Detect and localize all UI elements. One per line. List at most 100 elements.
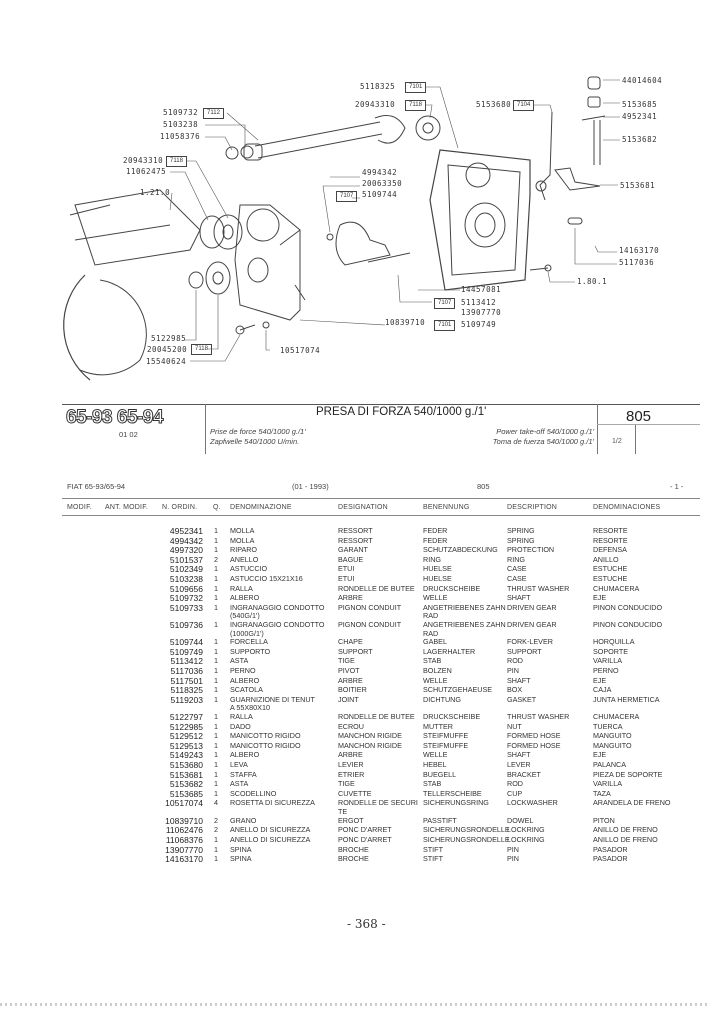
- name-french: TIGE: [338, 779, 355, 789]
- callout-part-number: 20045200: [147, 345, 188, 354]
- name-french: GARANT: [338, 545, 368, 555]
- quantity: 4: [214, 798, 218, 808]
- name-english: SUPPORT: [507, 646, 542, 656]
- col-ant-modif: ANT. MODIF.: [105, 504, 149, 511]
- name-italian: SCODELLINO: [230, 788, 277, 798]
- part-number: 4952341: [169, 526, 203, 536]
- name-english: PIN: [507, 854, 519, 864]
- part-number: 5122985: [169, 721, 203, 732]
- callout-reference: 1.21.0: [140, 188, 171, 197]
- name-english: BOX: [507, 685, 523, 695]
- col-denominaciones: DENOMINACIONES: [593, 504, 661, 511]
- col-quantity: Q.: [213, 504, 221, 511]
- name-spanish: HORQUILLA: [593, 637, 635, 647]
- page-index: - 1 -: [670, 482, 684, 491]
- callout-group-box: 7118: [405, 100, 426, 111]
- col-benennung: BENENNUNG: [423, 504, 470, 511]
- callout-part-number: 5103238: [163, 120, 199, 129]
- part-number: 5101537: [169, 554, 203, 565]
- part-number: 5122797: [169, 712, 203, 723]
- name-english: CASE: [507, 573, 527, 583]
- name-french: LEVIER: [338, 760, 364, 770]
- quantity: 2: [214, 815, 218, 825]
- quantity: 1: [214, 788, 218, 798]
- callout-part-number: 5153685: [622, 100, 658, 109]
- callout-part-number: 5109744: [362, 190, 398, 199]
- name-french: PIGNON CONDUIT: [338, 602, 402, 612]
- title-spanish: Toma de fuerza 540/1000 g./1': [492, 437, 594, 446]
- part-number: 5153685: [169, 788, 203, 799]
- name-french: JOINT: [338, 694, 359, 704]
- name-german: WELLE: [423, 675, 448, 685]
- callout-part-number: 15540624: [146, 357, 187, 366]
- name-italian: RIPARO: [230, 545, 258, 555]
- name-german: SCHUTZGEHAEUSE: [423, 685, 493, 695]
- housing-outline: [74, 189, 201, 266]
- part-number: 10839710: [165, 815, 203, 826]
- name-italian: ASTUCCIO 15X21X16: [230, 573, 303, 583]
- name-spanish: ARANDELA DE FRENO: [593, 798, 671, 808]
- name-french: CHAPE: [338, 637, 363, 647]
- scan-edge: [0, 1003, 710, 1006]
- name-german: BUEGELL: [423, 769, 457, 779]
- name-english: LOCKRING: [507, 825, 545, 835]
- part-number: 5109736: [169, 620, 203, 631]
- quantity: 1: [214, 750, 218, 760]
- part-number: 5117036: [170, 666, 203, 677]
- name-english: FORK-LEVER: [507, 637, 553, 647]
- name-english: SPRING: [507, 526, 535, 535]
- name-spanish: CAJA: [593, 685, 612, 695]
- name-german: SICHERUNGSRONDELLE: [423, 825, 510, 835]
- name-italian: MOLLA: [230, 535, 255, 545]
- quantity: 1: [214, 740, 218, 750]
- name-english: NUT: [507, 721, 522, 731]
- callout-part-number: 14163170: [619, 246, 660, 255]
- callout-group-box: 7101: [434, 320, 456, 331]
- quantity: 1: [214, 646, 218, 656]
- callout-part-number: 20943310: [355, 100, 396, 109]
- part-number: 5109749: [169, 646, 203, 657]
- name-spanish: RESORTE: [593, 526, 628, 535]
- name-italian: LEVA: [230, 760, 248, 770]
- name-italian: INGRANAGGIO CONDOTTO (1000G/1'): [230, 620, 325, 638]
- part-number: 11068376: [165, 834, 203, 845]
- name-german: HUELSE: [423, 573, 452, 583]
- name-french: MANCHON RIGIDE: [338, 731, 402, 741]
- quantity: 1: [214, 731, 218, 741]
- name-english: SHAFT: [507, 593, 531, 603]
- name-italian: ALBERO: [230, 750, 260, 760]
- section-title: PRESA DI FORZA 540/1000 g./1': [316, 406, 487, 418]
- callout-reference: 1.80.1: [577, 277, 608, 286]
- name-english: RING: [507, 554, 525, 564]
- name-german: FEDER: [423, 526, 448, 535]
- name-german: HEBEL: [423, 760, 447, 770]
- name-spanish: ANILLO DE FRENO: [593, 825, 658, 835]
- name-italian: RALLA: [230, 583, 253, 593]
- name-italian: ASTUCCIO: [230, 564, 268, 574]
- name-german: STEIFMUFFE: [423, 731, 469, 741]
- name-german: BOLZEN: [423, 666, 452, 676]
- catalog-header: [62, 404, 700, 455]
- quantity: 1: [214, 535, 218, 545]
- callout-group-box: 7101: [405, 82, 427, 93]
- edition-date: (01 - 1993): [292, 482, 329, 491]
- name-english: LEVER: [507, 760, 531, 770]
- col-modif: MODIF.: [67, 504, 92, 511]
- part-number: 5149243: [169, 750, 203, 761]
- title-english: Power take-off 540/1000 g./1': [496, 427, 594, 436]
- name-english: THRUST WASHER: [507, 583, 570, 593]
- name-italian: MANICOTTO RIGIDO: [230, 731, 301, 741]
- name-french: BOITIER: [338, 685, 367, 695]
- part-number: 5109656: [169, 583, 203, 594]
- name-italian: MOLLA: [230, 526, 255, 535]
- name-italian: SCATOLA: [230, 685, 263, 695]
- name-spanish: PASADOR: [593, 854, 628, 864]
- name-spanish: PERNO: [593, 666, 619, 676]
